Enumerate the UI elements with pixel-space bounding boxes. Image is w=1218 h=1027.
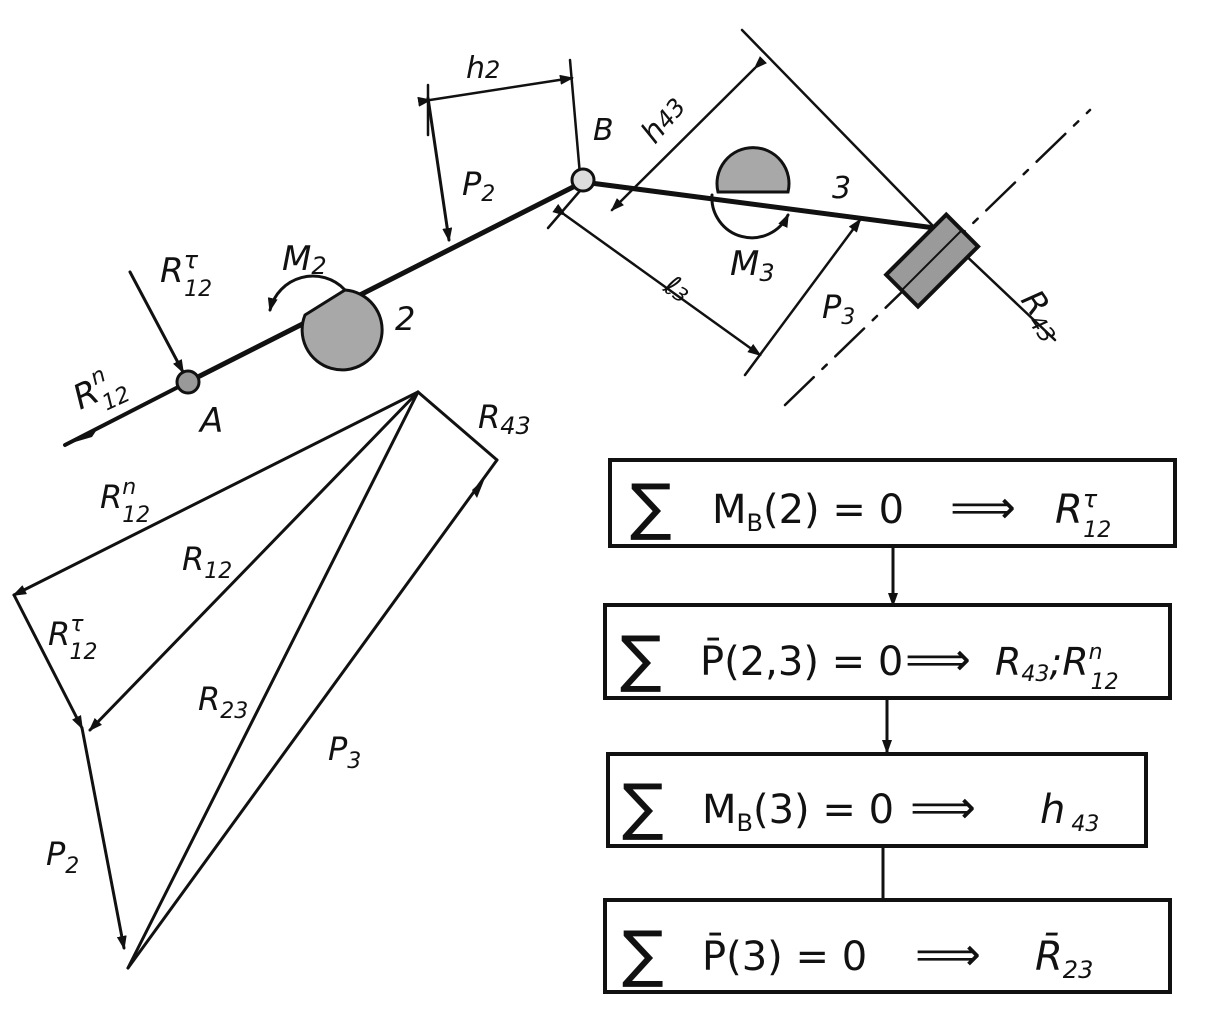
polygon-label-r12: R12 [182,540,232,584]
r12t-force-arrow [128,270,185,374]
label-l3: ℓ3 [657,268,697,310]
label-p2: P2 [462,165,495,207]
link-2 [185,179,586,385]
label-link-2: 2 [395,300,415,338]
m3-moment-half-disk [715,146,791,194]
equation-box-4-frame [603,898,1172,994]
eq3-sum-symbol: ∑ [622,770,664,843]
eq4-arrow: ⟹ [915,927,981,981]
label-p3: P3 [822,288,855,330]
m2-moment-half-disk [300,288,384,372]
h43-dimension-line [610,55,768,212]
equation-box-4: ∑ P̄(3) = 0 ⟹ R̄23 [603,898,1172,994]
label-point-a: A [198,401,223,441]
slider-block [883,211,981,310]
eq3-arrow: ⟹ [910,780,976,834]
joint-a [175,369,201,395]
label-h43: h43 [634,90,693,150]
eq2-arrow: ⟹ [905,632,971,686]
r12n-arrowhead [68,425,100,444]
label-r43-mech: R43 [1010,283,1073,348]
eq1-lhs: MB(2) = 0 [712,487,904,537]
joint-b [570,167,596,193]
polygon-p3-line [126,458,499,970]
r43-force-arrow [958,248,1057,342]
polygon-r23-line [126,390,420,970]
polygon-label-r23: R23 [198,680,248,724]
p2-force-arrow [426,96,453,242]
label-link-3: 3 [832,171,851,206]
eq2-lhs: P̄(2,3) = 0 [700,637,903,685]
eq1-sum-symbol: ∑ [630,470,672,543]
eq2-sum-symbol: ∑ [620,622,662,695]
equation-box-2-frame [603,603,1172,700]
polygon-r12n-line [12,390,420,597]
eq3-lhs: MB(3) = 0 [702,787,894,837]
label-m2: M2 [282,239,327,280]
polygon-label-r43: R43 [478,398,531,440]
m2-moment-arrow [267,274,347,312]
label-m3: M3 [730,244,775,287]
h43-perpendicular-line [740,28,937,230]
eq1-arrow: ⟹ [950,480,1016,534]
polygon-label-p3: P3 [328,730,361,774]
polygon-r43-line [416,390,499,462]
eq4-rhs: R̄23 [1035,932,1093,984]
l3-extension [546,183,587,230]
equation-box-1-frame [608,458,1177,548]
eq4-sum-symbol: ∑ [622,917,664,990]
polygon-p3-arrowhead [472,478,485,498]
equation-box-3-frame [606,752,1148,848]
h2-dimension-line [417,74,574,107]
polygon-p2-line [80,726,127,950]
l3-dimension-line [552,203,762,357]
p3-force-arrow [743,218,862,377]
polygon-r12-line [88,390,420,732]
polygon-r12t-line [12,593,84,730]
polygon-label-p2: P2 [46,835,79,879]
label-h2: h2 [466,51,500,86]
eq4-lhs: P̄(3) = 0 [702,932,867,980]
label-point-b: B [593,113,614,148]
